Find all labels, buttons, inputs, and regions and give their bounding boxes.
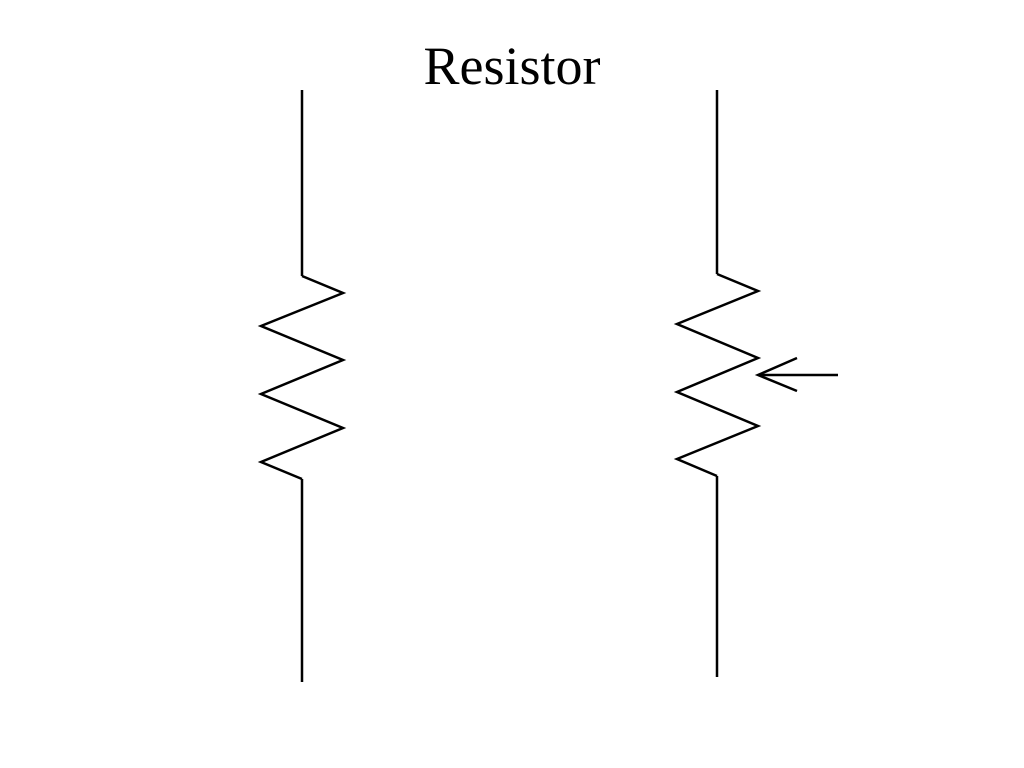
variable-resistor-symbol (673, 90, 838, 677)
fixed-resistor-zigzag (257, 274, 347, 481)
fixed-resistor-symbol (257, 90, 347, 682)
slide-title: Resistor (423, 36, 601, 96)
wiper-arrow-icon (754, 356, 838, 393)
wiper-arrow-head (754, 356, 798, 393)
variable-resistor-zigzag (673, 272, 762, 478)
